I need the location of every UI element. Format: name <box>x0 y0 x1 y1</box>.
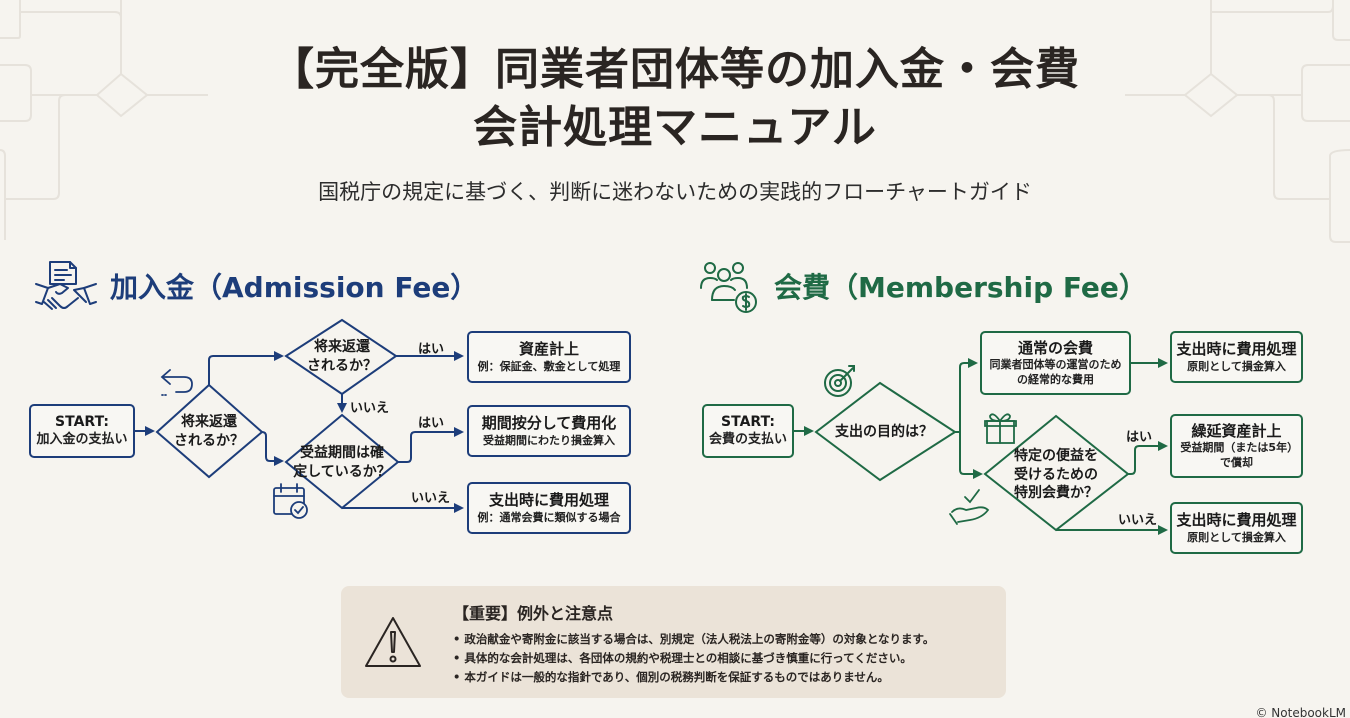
result-title: 支出時に費用処理 <box>488 491 609 510</box>
page-title-line2: 会計処理マニュアル <box>473 102 877 153</box>
membership-result-deferred: 繰延資産計上 受益期間（または5年）で償却 <box>1170 414 1303 478</box>
result-title: 繰延資産計上 <box>1191 421 1282 440</box>
admission-edge-yes-2: はい <box>418 416 445 431</box>
membership-decision2-label: 特定の便益を 受けるための 特別会費か？ <box>1014 447 1098 502</box>
membership-heading: 会費（Membership Fee） <box>700 258 1147 314</box>
notice-title: 【重要】例外と注意点 <box>453 604 614 623</box>
notice-item: 本ガイドは一般的な指針であり、個別の税務判断を保証するものではありません。 <box>453 668 934 687</box>
result-sub: 原則として損金算入 <box>1187 359 1286 373</box>
admission-decision1-shape <box>155 383 264 479</box>
result-sub: 受益期間にわたり損金算入 <box>483 433 615 447</box>
handshake-document-icon <box>34 258 98 314</box>
gift-icon <box>984 413 1017 444</box>
membership-edge-yes: はい <box>1126 430 1153 445</box>
hand-check-icon <box>949 489 990 525</box>
calendar-check-icon <box>273 483 308 519</box>
result-sub: 原則として損金算入 <box>1187 530 1286 544</box>
admission-heading: 加入金（Admission Fee） <box>34 258 478 314</box>
admission-result-amortize: 期間按分して費用化 受益期間にわたり損金算入 <box>467 405 631 457</box>
result-title: 期間按分して費用化 <box>481 414 617 433</box>
admission-decision-top-label: 将来返還 されるか？ <box>307 339 377 374</box>
result-title: 支出時に費用処理 <box>1176 511 1297 530</box>
group-dollar-icon <box>700 258 762 314</box>
ordinary-title: 通常の会費 <box>1017 338 1093 357</box>
page-subtitle: 国税庁の規定に基づく、判断に迷わないための実践的フローチャートガイド <box>318 180 1032 204</box>
target-icon <box>824 365 855 397</box>
admission-edge-yes-1: はい <box>418 342 445 357</box>
notice-item: 政治献金や寄附金に該当する場合は、別規定（法人税法上の寄附金等）の対象となります… <box>453 630 934 649</box>
result-sub: 例：通常会費に類似する場合 <box>477 510 621 524</box>
admission-result-expense: 支出時に費用処理 例：通常会費に類似する場合 <box>467 482 631 534</box>
membership-ordinary-node: 通常の会費 同業者団体等の運営のための経常的な費用 <box>980 331 1131 395</box>
membership-heading-text: 会費（Membership Fee） <box>774 271 1147 304</box>
warning-icon <box>363 614 423 674</box>
ordinary-sub: 同業者団体等の運営のための経常的な費用 <box>989 358 1122 386</box>
return-arrow-icon <box>160 369 193 396</box>
start-label: START: <box>721 414 775 431</box>
result-sub: 例：保証金、敷金として処理 <box>477 359 621 373</box>
membership-decision1-label: 支出の目的は？ <box>835 423 933 440</box>
membership-decision1-shape <box>814 381 957 482</box>
admission-heading-text: 加入金（Admission Fee） <box>110 271 479 304</box>
page-title-line1: 【完全版】同業者団体等の加入金・会費 <box>270 44 1080 95</box>
membership-edge-no: いいえ <box>1118 513 1158 528</box>
start-text: 加入金の支払い <box>36 431 128 447</box>
admission-start-node: START: 加入金の支払い <box>29 404 135 458</box>
admission-decision2-label: 受益期間は確 定しているか？ <box>293 445 391 480</box>
notice-item: 具体的な会計処理は、各団体の規約や税理士との相談に基づき慎重に行ってください。 <box>453 649 934 668</box>
membership-start-node: START: 会費の支払い <box>702 404 794 458</box>
result-title: 資産計上 <box>518 340 579 359</box>
result-title: 支出時に費用処理 <box>1176 340 1297 359</box>
admission-edge-no-2: いいえ <box>411 491 451 506</box>
admission-result-asset: 資産計上 例：保証金、敷金として処理 <box>467 331 631 383</box>
admission-decision1-label: 将来返還 されるか？ <box>174 414 244 449</box>
important-notice: 【重要】例外と注意点 政治献金や寄附金に該当する場合は、別規定（法人税法上の寄附… <box>341 586 1006 698</box>
start-text: 会費の支払い <box>708 431 787 447</box>
notice-list: 政治献金や寄附金に該当する場合は、別規定（法人税法上の寄附金等）の対象となります… <box>453 630 934 687</box>
membership-result-expense-2: 支出時に費用処理 原則として損金算入 <box>1170 502 1303 554</box>
membership-result-expense-1: 支出時に費用処理 原則として損金算入 <box>1170 331 1303 383</box>
footer-credit: © NotebookLM <box>1255 706 1346 718</box>
start-label: START: <box>55 414 109 431</box>
admission-edge-no-1: いいえ <box>350 401 390 416</box>
result-sub: 受益期間（または5年）で償却 <box>1180 441 1293 469</box>
